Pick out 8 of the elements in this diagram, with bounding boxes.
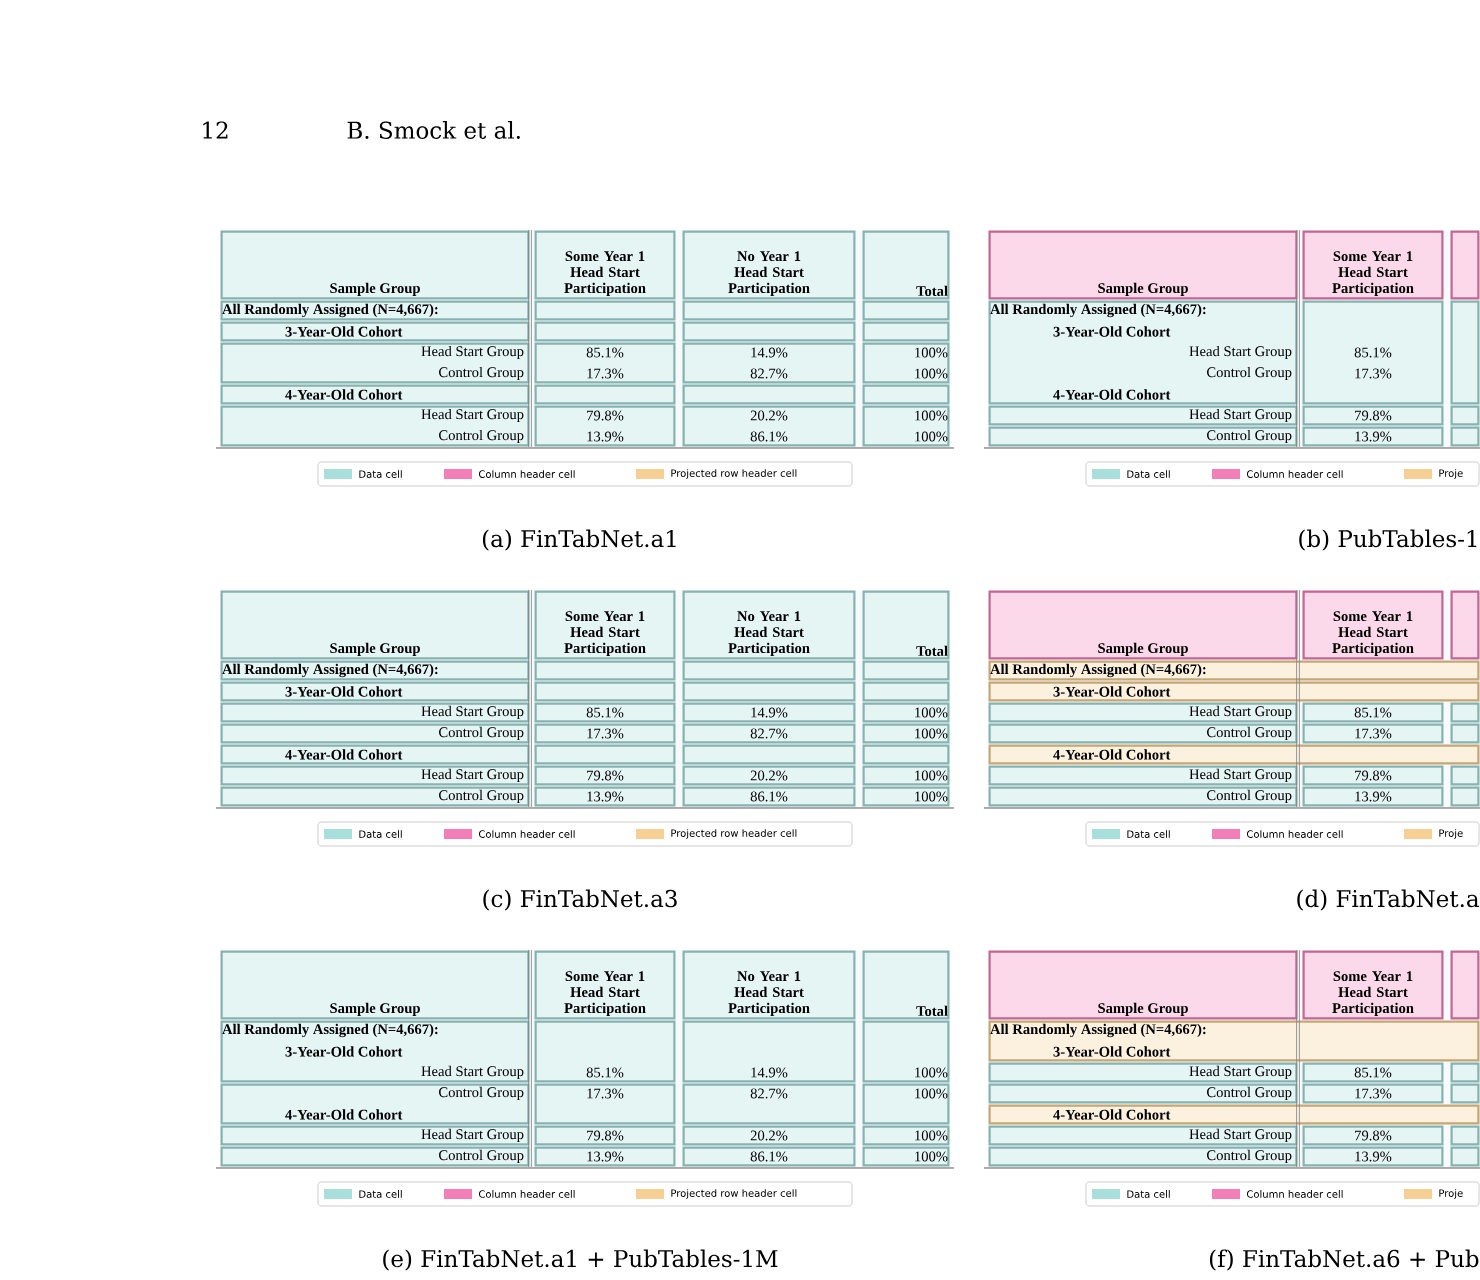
page-number: 12 [203,121,228,139]
caption: (c) FinTabNet.a3 [483,889,677,911]
running-head: B. Smock et al. [347,121,520,139]
caption: (b) PubTables-1 [1299,529,1477,551]
caption: (f) FinTabNet.a6 + Pub [1210,1249,1479,1271]
caption: (a) FinTabNet.a1 [482,529,676,551]
caption: (e) FinTabNet.a1 + PubTables-1M [383,1249,778,1271]
caption: (d) FinTabNet.a [1297,889,1479,911]
